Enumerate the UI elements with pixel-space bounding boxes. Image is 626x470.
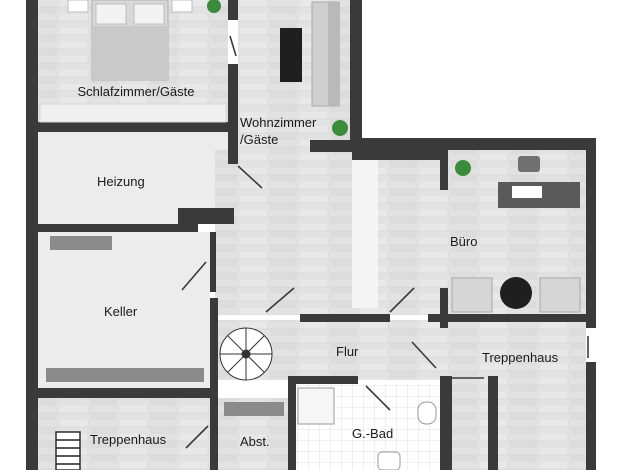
coffee-table [280,28,302,82]
floor-treppenhaus-right [440,322,586,470]
spiral-stair-icon [219,327,273,381]
floor-stair-runner [352,160,378,308]
sink-icon [377,451,401,470]
room-label-flur: Flur [336,344,359,359]
round-table [500,277,532,309]
sofa-icon [311,1,340,107]
doors [181,35,589,449]
room-label-schlafzimmer: Schlafzimmer/Gäste [77,84,195,99]
plant-icon [207,0,471,176]
room-label-treppenhaus-left: Treppenhaus [90,432,167,447]
floor-keller [38,232,210,388]
stair-icon [55,431,81,470]
armchair-icon [451,277,581,313]
room-label-abst: Abst. [240,434,270,449]
shelves [46,236,284,416]
room-label-treppenhaus-right: Treppenhaus [482,350,559,365]
walls [26,0,596,470]
room-label-wohnzimmer-line2: /Gäste [240,132,279,147]
bed-icon [67,0,193,81]
shower-icon [297,387,335,425]
bench [39,103,227,123]
room-label-buero: Büro [450,234,478,249]
room-label-heizung: Heizung [97,174,145,189]
room-label-keller: Keller [104,304,138,319]
room-label-gbad: G.-Bad [352,426,394,441]
desk-icon [498,156,580,208]
room-label-wohnzimmer: Wohnzimmer /Gäste [240,114,316,148]
room-label-wohnzimmer-line1: Wohnzimmer [240,115,317,130]
toilet-icon [417,401,437,425]
